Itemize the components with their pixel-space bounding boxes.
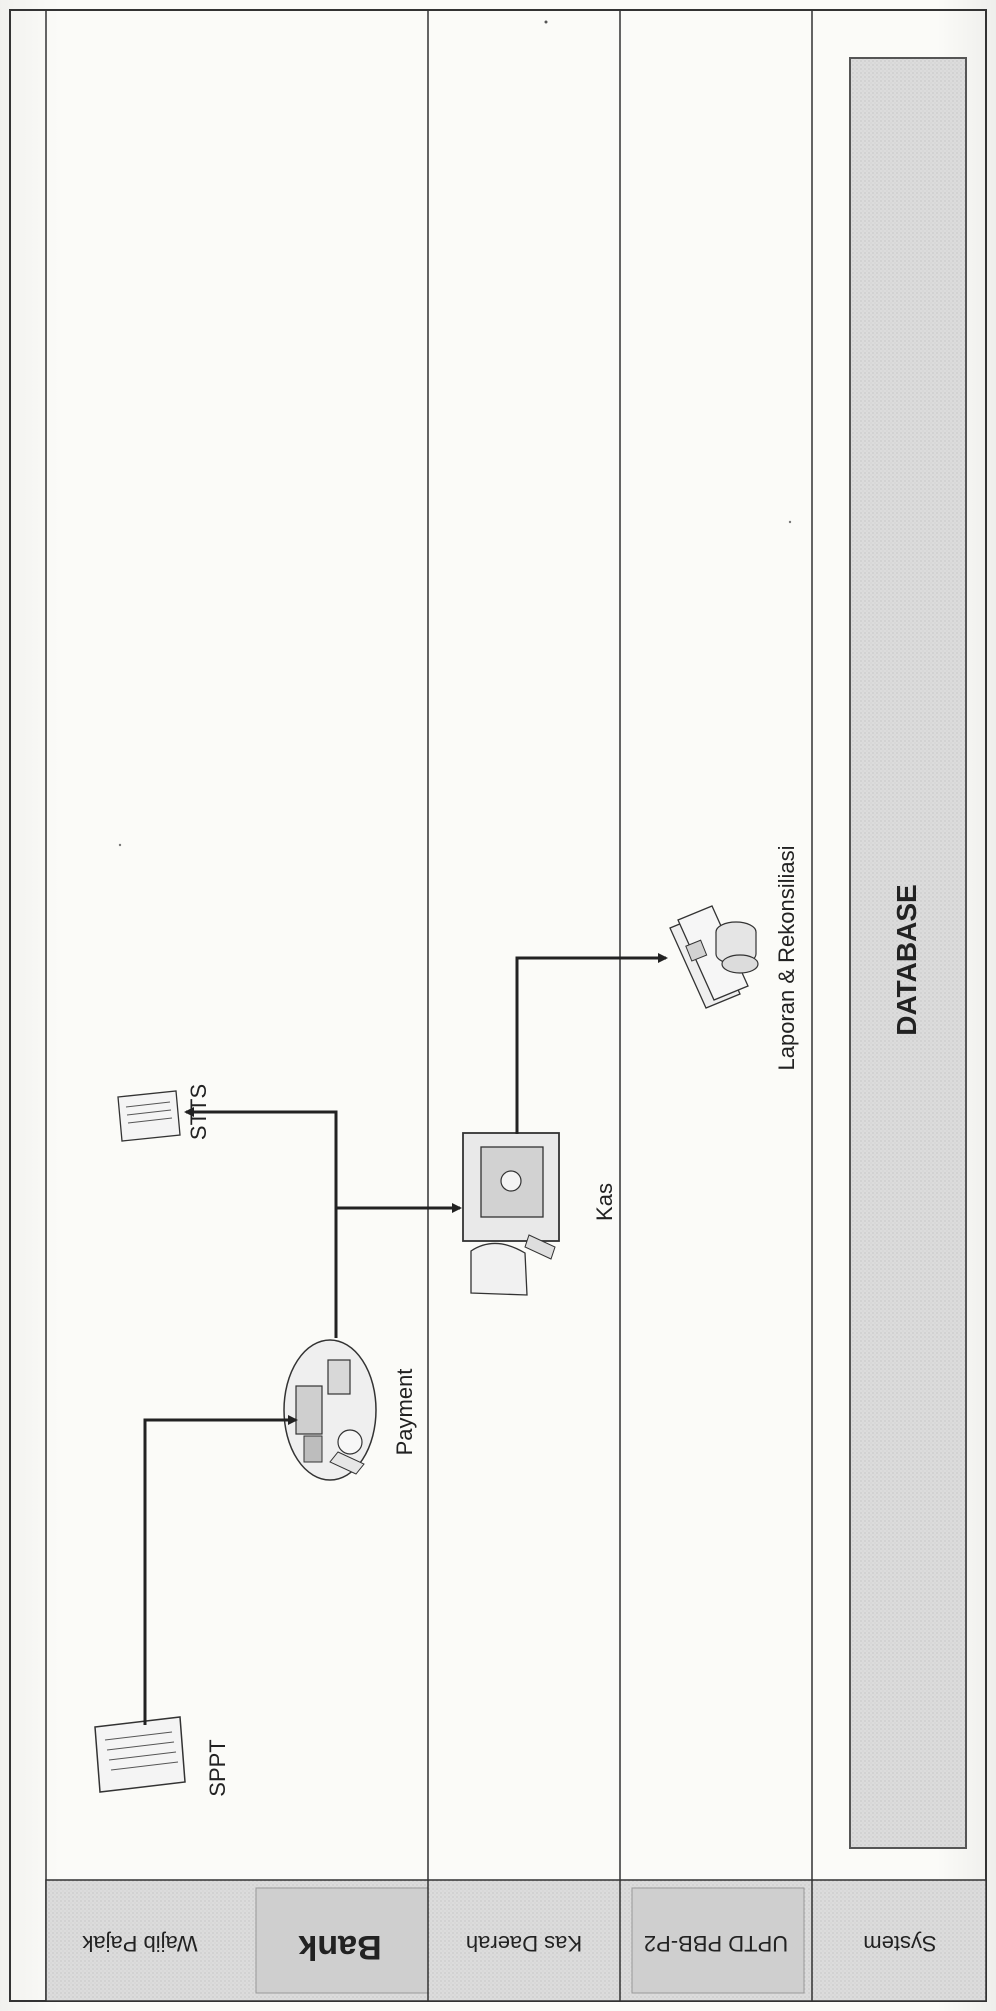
scan-speck xyxy=(545,21,548,24)
kas-label: Kas xyxy=(592,1183,617,1221)
document-icon xyxy=(95,1717,185,1792)
reports-icon xyxy=(670,906,758,1008)
database-label: DATABASE xyxy=(891,884,922,1035)
lane-label-uptd: UPTD PBB-P2 xyxy=(644,1931,788,1956)
lane-label-bank: Bank xyxy=(298,1928,381,1966)
laporan-label: Laporan & Rekonsiliasi xyxy=(774,845,799,1070)
lane-label-wajib-pajak: Wajib Pajak xyxy=(81,1931,197,1956)
lane-label-system: System xyxy=(863,1931,936,1956)
lane-label-kas-daerah: Kas Daerah xyxy=(466,1931,582,1956)
sppt-label: SPPT xyxy=(205,1739,230,1796)
scan-speck xyxy=(119,844,121,846)
payment-label: Payment xyxy=(392,1369,417,1456)
arrow-sppt-to-payment xyxy=(145,1420,296,1725)
diagram-frame xyxy=(10,10,986,2001)
bank-teller-icon xyxy=(284,1340,376,1480)
flow-connectors xyxy=(145,958,666,1725)
receipt-icon xyxy=(118,1091,180,1141)
arrow-kas-to-laporan xyxy=(517,958,666,1134)
cashier-icon xyxy=(463,1133,559,1295)
scan-speck xyxy=(789,521,791,523)
